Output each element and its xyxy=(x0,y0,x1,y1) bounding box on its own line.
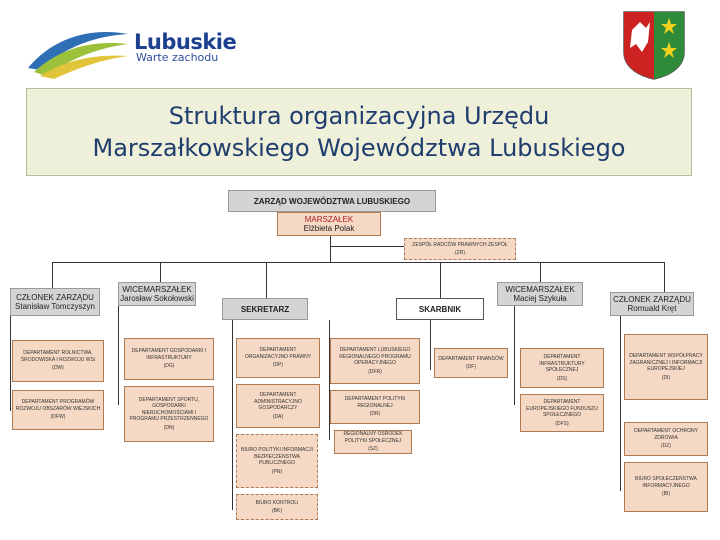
connector-line xyxy=(10,316,11,411)
vice2-box: WICEMARSZAŁEK Maciej Szykuła xyxy=(497,282,583,306)
connector-line xyxy=(266,262,267,298)
member1-title: CZŁONEK ZARZĄDU xyxy=(16,293,94,302)
connector-line xyxy=(620,316,621,491)
connector-line xyxy=(540,262,541,282)
title-line-2: Marszałkowskiego Województwa Lubuskiego xyxy=(92,134,626,162)
dept-box: DEPARTAMENT ADMINISTRACYJNO GOSPODARCZY … xyxy=(236,384,320,428)
dept-box: DEPARTAMENT FINANSÓW (DF) xyxy=(434,348,508,378)
dept-code: (DFW) xyxy=(50,414,66,421)
connector-line xyxy=(52,262,53,288)
dept-box: REGIONALNY OŚRODEK POLITYKI SPOŁECZNEJ (… xyxy=(334,430,412,454)
dept-code: (DF) xyxy=(466,364,476,370)
dept-code: (DA) xyxy=(272,413,284,420)
dept-code: (DFR) xyxy=(368,368,382,375)
marshal-title: MARSZAŁEK xyxy=(304,215,354,224)
dept-box: DEPARTAMENT WSPÓŁPRACY ZAGRANICZNEJ I IN… xyxy=(624,334,708,400)
dept-code: (SZ) xyxy=(368,446,378,453)
dept-label: REGIONALNY OŚRODEK POLITYKI SPOŁECZNEJ xyxy=(343,431,403,444)
dept-label: DEPARTAMENT INFRASTRUKTURY SPOŁECZNEJ xyxy=(539,354,585,373)
dept-box: BIURO POLITYKI INFORMACJI BEZPIECZEŃSTWA… xyxy=(236,434,318,488)
connector-line xyxy=(52,262,664,263)
dept-box: DEPARTAMENT PROGRAMÓW ROZWOJU OBSZARÓW W… xyxy=(12,390,104,430)
lubuskie-logo-swoosh-icon xyxy=(28,31,128,79)
connector-line xyxy=(664,262,665,292)
dept-label: DEPARTAMENT SPORTU, GOSPODARKI NIERUCHOM… xyxy=(129,396,209,423)
title-line-1: Struktura organizacyjna Urzędu xyxy=(168,102,550,130)
dept-label: BIURO POLITYKI INFORMACJI BEZPIECZEŃSTWA… xyxy=(241,447,313,466)
dept-box: BIURO KONTROLI (BK) xyxy=(236,494,318,520)
member2-title: CZŁONEK ZARZĄDU xyxy=(613,295,691,304)
dept-label: DEPARTAMENT WSPÓŁPRACY ZAGRANICZNEJ I IN… xyxy=(629,353,703,372)
connector-line xyxy=(118,305,119,405)
dept-label: DEPARTAMENT PROGRAMÓW ROZWOJU OBSZARÓW W… xyxy=(15,399,101,412)
dept-label: DEPARTAMENT LUBUSKIEGO REGIONALNEGO PROG… xyxy=(339,347,411,366)
connector-line xyxy=(430,320,431,370)
marshal-box: MARSZAŁEK Elżbieta Polak xyxy=(277,212,381,236)
dept-code: (DR) xyxy=(369,411,381,418)
dept-label: BIURO KONTROLI xyxy=(255,499,299,506)
legal-team-box: ZESPÓŁ RADCÓW PRAWNYCH ZESPÓŁ (ZR) xyxy=(404,238,516,260)
dept-box: DEPARTAMENT ROLNICTWA, ŚRODOWISKA I ROZW… xyxy=(12,340,104,382)
dept-code: (DG) xyxy=(163,363,175,370)
member2-name: Romuald Kręt xyxy=(627,304,677,313)
dept-label: DEPARTAMENT FINANSÓW xyxy=(438,355,504,362)
vice2-title: WICEMARSZAŁEK xyxy=(505,285,575,294)
dept-label: DEPARTAMENT OCHRONY ZDROWIA xyxy=(634,428,698,441)
connector-line xyxy=(330,246,404,247)
connector-line xyxy=(329,320,330,440)
secretary-label: SEKRETARZ xyxy=(240,304,290,314)
connector-line xyxy=(160,262,161,282)
treasurer-box: SKARBNIK xyxy=(396,298,484,320)
dept-code: (DFS) xyxy=(555,420,569,427)
dept-label: DEPARTAMENT EUROPEJSKIEGO FUNDUSZU SPOŁE… xyxy=(526,399,598,418)
dept-code: (DN) xyxy=(163,424,175,431)
dept-box: DEPARTAMENT POLITYKI REGIONALNEJ (DR) xyxy=(330,390,420,424)
connector-line xyxy=(440,262,441,298)
dept-code: (DP) xyxy=(272,362,284,369)
dept-code: (BK) xyxy=(272,508,282,514)
connector-line xyxy=(514,305,515,405)
dept-box: DEPARTAMENT SPORTU, GOSPODARKI NIERUCHOM… xyxy=(124,386,214,442)
legal-team-label: ZESPÓŁ RADCÓW PRAWNYCH ZESPÓŁ xyxy=(412,241,508,248)
vice1-box: WICEMARSZAŁEK Jarosław Sokołowski xyxy=(118,282,196,306)
vice1-title: WICEMARSZAŁEK xyxy=(122,285,192,294)
member1-box: CZŁONEK ZARZĄDU Stanisław Tomczyszyn xyxy=(10,288,100,316)
dept-code: (DW) xyxy=(52,365,64,372)
dept-box: DEPARTAMENT GOSPODARKI I INFRASTRUKTURY … xyxy=(124,338,214,380)
dept-label: DEPARTAMENT ADMINISTRACYJNO GOSPODARCZY xyxy=(254,392,302,411)
dept-box: DEPARTAMENT INFRASTRUKTURY SPOŁECZNEJ (D… xyxy=(520,348,604,388)
board-label: ZARZĄD WOJEWÓDZTWA LUBUSKIEGO xyxy=(253,196,411,206)
eagle-crest-icon xyxy=(623,11,685,80)
dept-box: DEPARTAMENT OCHRONY ZDROWIA (DZ) xyxy=(624,422,708,456)
dept-box: DEPARTAMENT ORGANIZACYJNO PRAWNY (DP) xyxy=(236,338,320,378)
connector-line xyxy=(330,212,331,262)
dept-box: BIURO SPOŁECZEŃSTWA INFORMACYJNEGO (BI) xyxy=(624,462,708,512)
member1-name: Stanisław Tomczyszyn xyxy=(15,302,95,311)
dept-code: (PN) xyxy=(271,468,283,475)
logo-name: Lubuskie xyxy=(134,30,237,54)
dept-label: DEPARTAMENT ROLNICTWA, ŚRODOWISKA I ROZW… xyxy=(20,350,96,363)
member2-box: CZŁONEK ZARZĄDU Romuald Kręt xyxy=(610,292,694,316)
dept-code: (DS) xyxy=(556,375,568,382)
dept-code: (DI) xyxy=(661,374,671,381)
dept-code: (DZ) xyxy=(661,443,671,450)
dept-label: DEPARTAMENT ORGANIZACYJNO PRAWNY xyxy=(244,347,312,360)
marshal-name: Elżbieta Polak xyxy=(303,224,355,233)
dept-label: DEPARTAMENT GOSPODARKI I INFRASTRUKTURY xyxy=(131,348,207,361)
vice2-name: Maciej Szykuła xyxy=(513,294,567,303)
title-box: Struktura organizacyjna Urzędu Marszałko… xyxy=(26,88,692,176)
dept-label: DEPARTAMENT POLITYKI REGIONALNEJ xyxy=(344,396,406,409)
board-box: ZARZĄD WOJEWÓDZTWA LUBUSKIEGO xyxy=(228,190,436,212)
vice1-name: Jarosław Sokołowski xyxy=(120,294,194,303)
connector-line xyxy=(232,320,233,510)
dept-code: (BI) xyxy=(661,491,671,498)
secretary-box: SEKRETARZ xyxy=(222,298,308,320)
legal-team-code: (ZR) xyxy=(455,250,465,256)
treasurer-label: SKARBNIK xyxy=(418,304,462,314)
dept-box: DEPARTAMENT LUBUSKIEGO REGIONALNEGO PROG… xyxy=(330,338,420,384)
dept-box: DEPARTAMENT EUROPEJSKIEGO FUNDUSZU SPOŁE… xyxy=(520,394,604,432)
dept-label: BIURO SPOŁECZEŃSTWA INFORMACYJNEGO xyxy=(635,476,697,489)
logo-tagline: Warte zachodu xyxy=(136,51,219,64)
